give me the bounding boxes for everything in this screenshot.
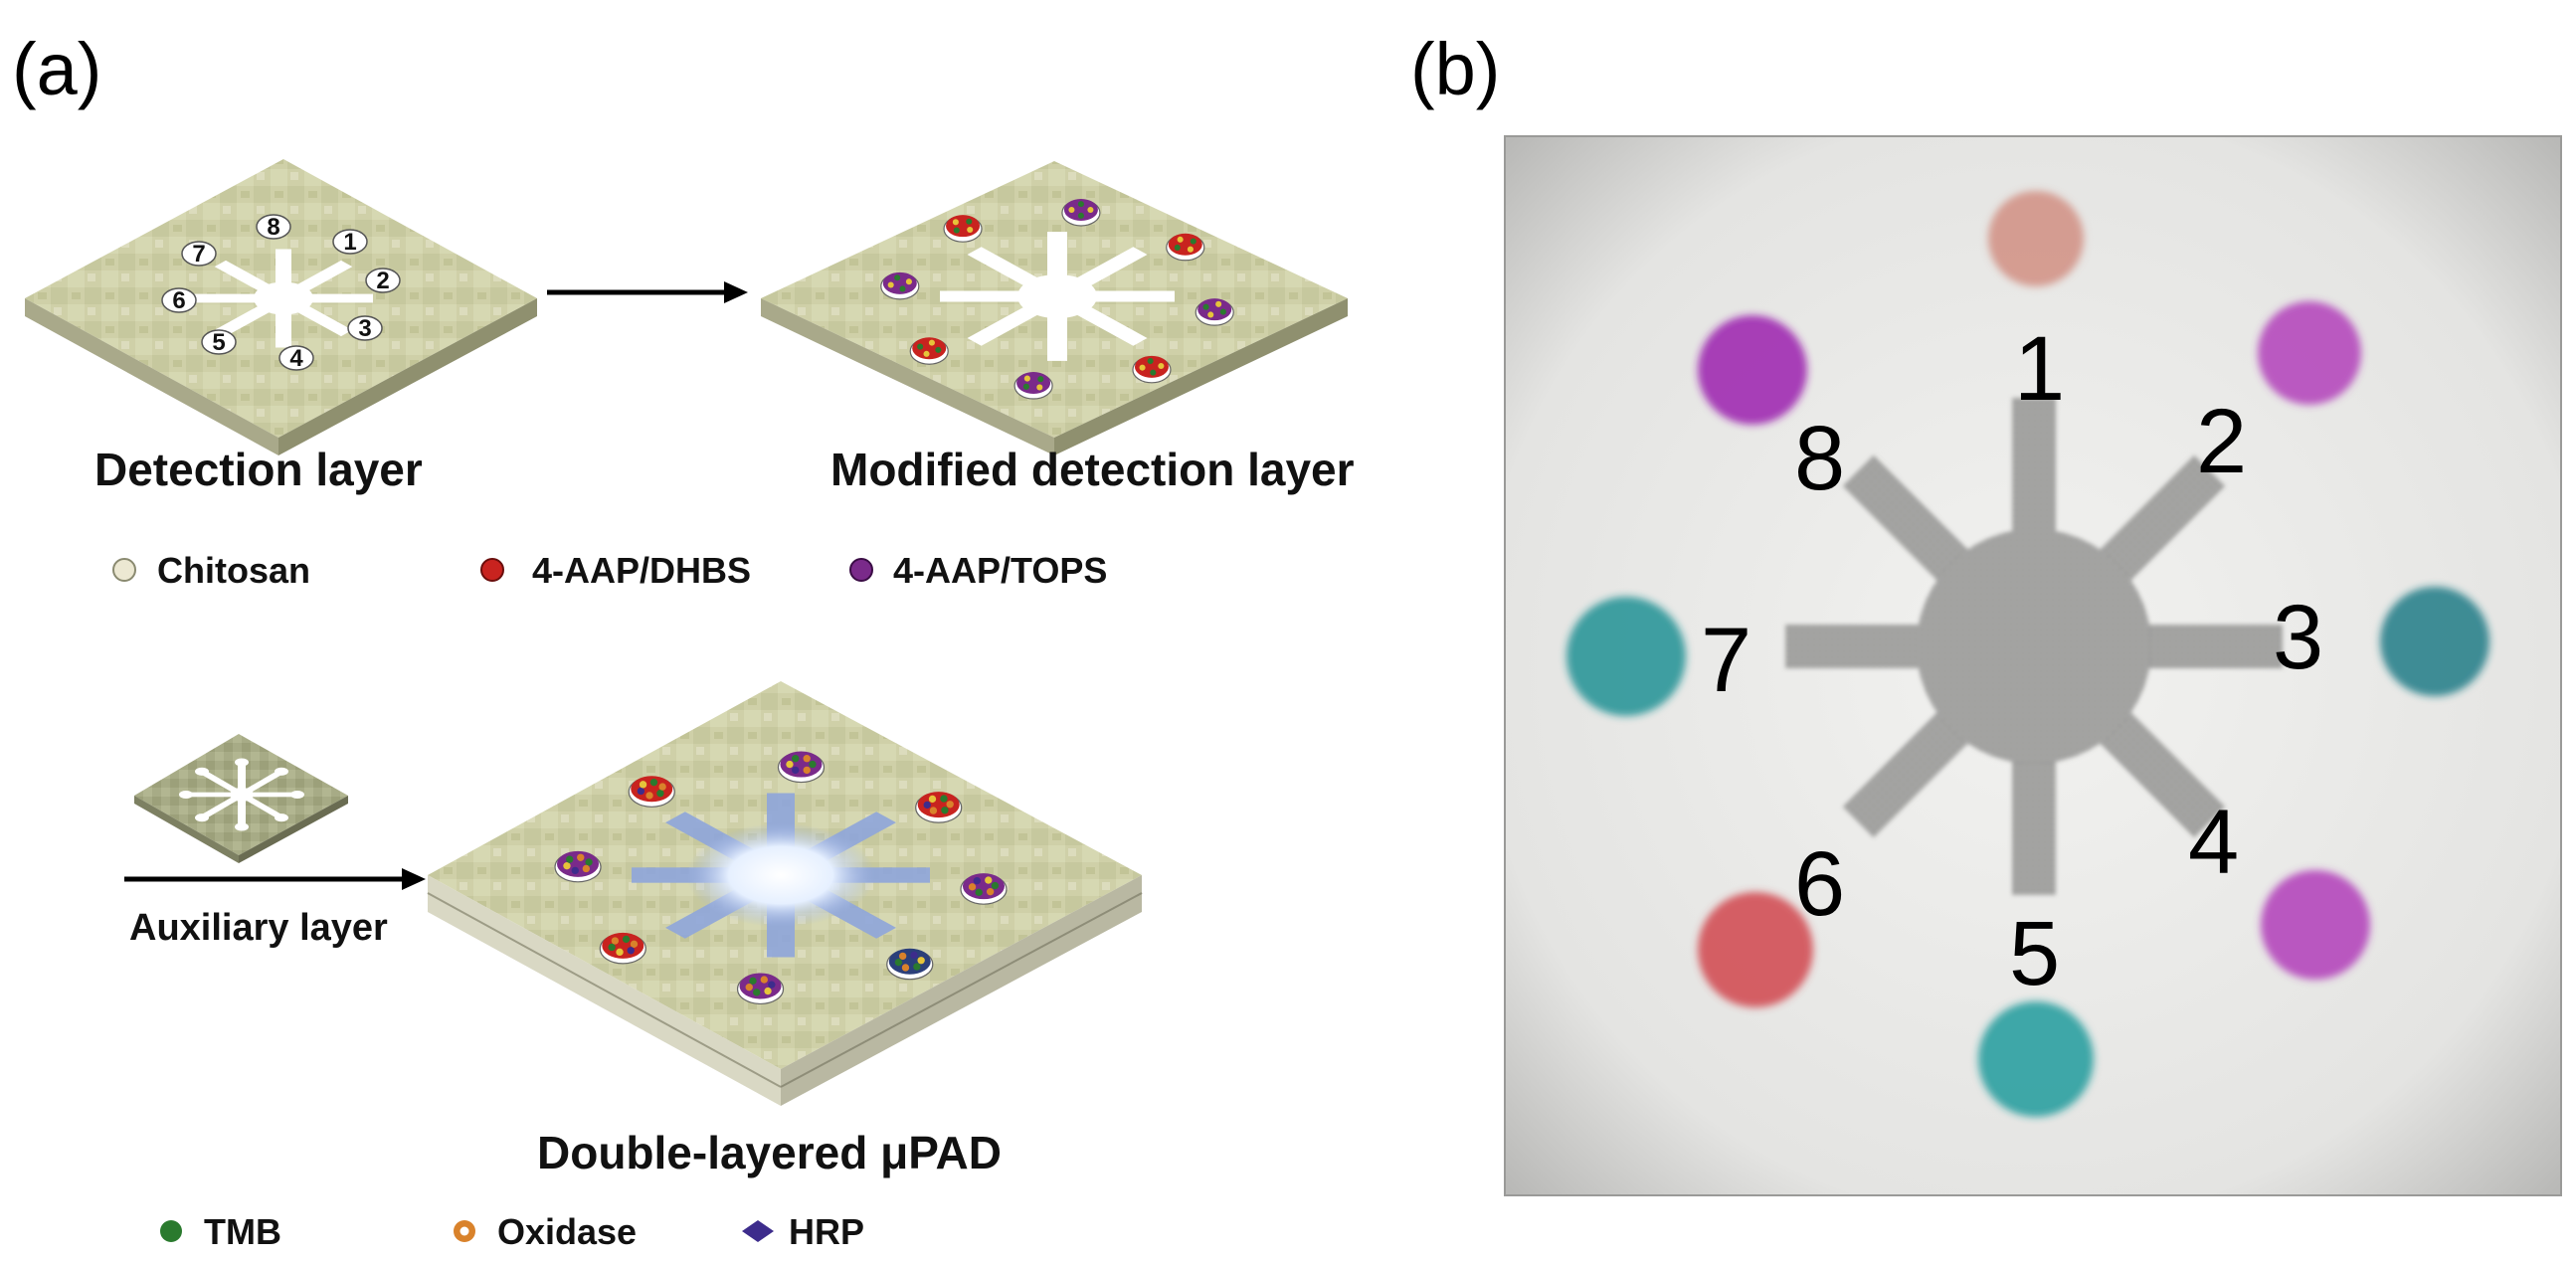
svg-text:4-AAP/TOPS: 4-AAP/TOPS	[893, 550, 1107, 591]
modified-layer-star	[940, 232, 1175, 361]
reagent-well	[915, 792, 963, 823]
detection-layer-slab: 1 2 3 4 5 6 7 8	[25, 159, 537, 455]
svg-text:8: 8	[267, 214, 279, 241]
svg-text:4: 4	[289, 345, 303, 372]
tmb-dot-icon	[160, 1220, 182, 1242]
well-4: 4	[278, 345, 314, 372]
photo-spot-5	[1978, 1001, 2094, 1117]
well-3: 3	[347, 315, 383, 342]
photo-label-4: 4	[2188, 792, 2239, 893]
auxiliary-layer-slab	[134, 734, 348, 863]
svg-text:Oxidase: Oxidase	[497, 1211, 637, 1252]
photo-spot-2	[2258, 301, 2361, 405]
reagent-well	[960, 873, 1008, 905]
photo-spot-6	[1698, 892, 1813, 1007]
reagent-well	[554, 850, 602, 883]
photo-label-2: 2	[2196, 391, 2247, 492]
svg-text:Chitosan: Chitosan	[157, 550, 310, 591]
photo-label-6: 6	[1794, 833, 1845, 935]
reagent-well	[1132, 355, 1172, 384]
svg-text:HRP: HRP	[789, 1211, 864, 1252]
svg-text:4-AAP/DHBS: 4-AAP/DHBS	[532, 550, 751, 591]
caption-detection-layer: Detection layer	[94, 444, 423, 495]
dhbs-dot-icon	[480, 558, 504, 582]
legend-item-oxidase: Oxidase	[454, 1211, 637, 1252]
chitosan-dot-icon	[112, 558, 136, 582]
arrow-right-icon	[547, 281, 748, 303]
svg-text:3: 3	[358, 315, 371, 342]
photo-channel-star	[1785, 398, 2283, 895]
double-layer-slab	[427, 681, 1143, 1106]
legend-item-4aap-dhbs: 4-AAP/DHBS	[480, 550, 751, 591]
photo-spot-8	[1698, 315, 1807, 425]
panel-label-b: (b)	[1410, 28, 1500, 110]
photo-label-5: 5	[2009, 903, 2060, 1004]
reagent-well	[1061, 198, 1101, 227]
svg-text:2: 2	[376, 268, 389, 294]
well-6: 6	[161, 287, 197, 314]
svg-text:7: 7	[192, 241, 205, 268]
caption-auxiliary-layer: Auxiliary layer	[129, 907, 388, 949]
well-2: 2	[365, 268, 401, 294]
well-5: 5	[201, 329, 237, 356]
reagent-well	[599, 932, 646, 965]
hrp-diamond-icon	[742, 1220, 774, 1242]
svg-text:5: 5	[212, 329, 225, 356]
svg-text:1: 1	[343, 229, 356, 256]
detection-layer-wells: 1 2 3 4 5 6 7 8	[161, 214, 401, 372]
svg-text:TMB: TMB	[204, 1211, 281, 1252]
photo-label-1: 1	[2014, 318, 2065, 420]
photo-label-8: 8	[1794, 408, 1845, 509]
photo-spot-3	[2380, 587, 2489, 696]
legend-item-tmb: TMB	[160, 1211, 281, 1252]
reagent-well	[909, 337, 949, 365]
legend-top: Chitosan 4-AAP/DHBS 4-AAP/TOPS	[112, 550, 1107, 591]
reagent-well	[1013, 372, 1053, 400]
photo-spot-7	[1566, 597, 1686, 716]
detection-layer-star	[194, 249, 373, 348]
reagent-well	[1195, 298, 1234, 326]
photo-label-3: 3	[2273, 587, 2323, 688]
caption-double-layer: Double-layered μPAD	[537, 1127, 1002, 1178]
reagent-well	[777, 751, 826, 784]
legend-item-chitosan: Chitosan	[112, 550, 310, 591]
reagent-well	[880, 271, 920, 300]
svg-text:6: 6	[172, 287, 185, 314]
well-7: 7	[181, 241, 217, 268]
modified-layer-wells	[880, 198, 1234, 400]
reagent-well	[943, 215, 983, 243]
modified-layer-slab	[761, 161, 1348, 455]
double-layer-star	[632, 793, 930, 958]
reagent-well	[736, 973, 785, 1005]
panel-label-a: (a)	[12, 28, 101, 110]
double-layer-wells	[554, 751, 1008, 1005]
device-photo: 1 2 3 4 5 6 7 8	[1504, 135, 2562, 1196]
legend-item-4aap-tops: 4-AAP/TOPS	[849, 550, 1107, 591]
photo-channel-labels: 1 2 3 4 5 6 7 8	[1701, 318, 2323, 1004]
well-1: 1	[332, 229, 368, 256]
photo-label-7: 7	[1701, 610, 1751, 711]
photo-spots	[1566, 191, 2489, 1117]
well-8: 8	[256, 214, 291, 241]
legend-bottom: TMB Oxidase HRP	[160, 1211, 864, 1252]
photo-spot-4	[2261, 870, 2370, 980]
reagent-well	[1166, 233, 1205, 262]
caption-modified-layer: Modified detection layer	[830, 444, 1355, 495]
legend-item-hrp: HRP	[742, 1211, 864, 1252]
arrow-right-icon	[124, 868, 426, 890]
reagent-well	[628, 776, 675, 808]
reagent-well	[886, 948, 934, 981]
tops-dot-icon	[849, 558, 873, 582]
photo-spot-1	[1988, 191, 2084, 286]
